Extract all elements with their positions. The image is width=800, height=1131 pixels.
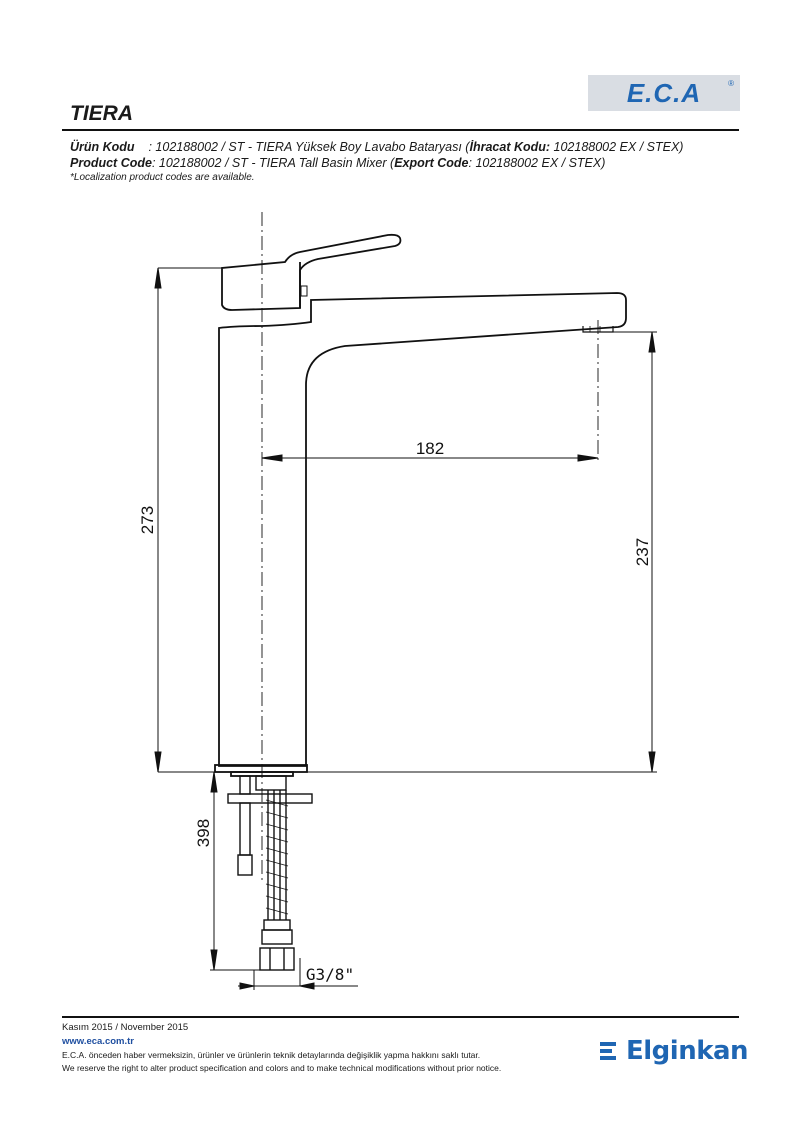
export-code-tr-value: 102188002 EX / STEX)	[550, 140, 684, 154]
elginkan-bars-icon	[600, 1041, 620, 1061]
export-code-en-label: Export Code	[394, 156, 469, 170]
dimension-total-height: 273	[138, 506, 157, 534]
localization-note: *Localization product codes are availabl…	[70, 172, 255, 183]
product-code-tr: Ürün Kodu : 102188002 / ST - TIERA Yükse…	[70, 140, 683, 154]
dimension-reach: 182	[416, 439, 444, 458]
product-code-en-value: : 102188002 / ST - TIERA Tall Basin Mixe…	[151, 156, 395, 170]
page-title: TIERA	[70, 102, 133, 125]
footer-divider	[62, 1016, 739, 1018]
footer-disclaimer-tr: E.C.A. önceden haber vermeksizin, ürünle…	[62, 1050, 481, 1060]
footer-disclaimer-en: We reserve the right to alter product sp…	[62, 1063, 502, 1073]
product-code-tr-label: Ürün Kodu	[70, 140, 135, 154]
faucet-body	[214, 233, 627, 777]
mounting-hardware	[227, 775, 313, 971]
dimension-lines	[154, 267, 657, 990]
footer-date: Kasım 2015 / November 2015	[62, 1022, 189, 1033]
product-code-en-label: Product Code	[70, 156, 152, 170]
export-code-tr-label: İhracat Kodu:	[469, 140, 551, 154]
dimension-connection: G3/8"	[306, 965, 354, 984]
header-divider	[62, 129, 739, 131]
dimension-spout-height: 237	[633, 538, 652, 566]
product-code-tr-value: : 102188002 / ST - TIERA Yüksek Boy Lava…	[134, 140, 470, 154]
product-code-en: Product Code: 102188002 / ST - TIERA Tal…	[70, 156, 605, 170]
elginkan-logo: Elginkan	[600, 1033, 749, 1069]
footer-website-link[interactable]: www.eca.com.tr	[62, 1036, 134, 1047]
eca-logo-text: E.C.A	[626, 77, 702, 108]
eca-logo: E.C.A ®	[588, 75, 740, 111]
export-code-en-value: : 102188002 EX / STEX)	[468, 156, 606, 170]
elginkan-brand-name: Elginkan	[626, 1036, 749, 1066]
registered-mark: ®	[728, 79, 734, 88]
dimension-hose-length: 398	[194, 819, 213, 847]
